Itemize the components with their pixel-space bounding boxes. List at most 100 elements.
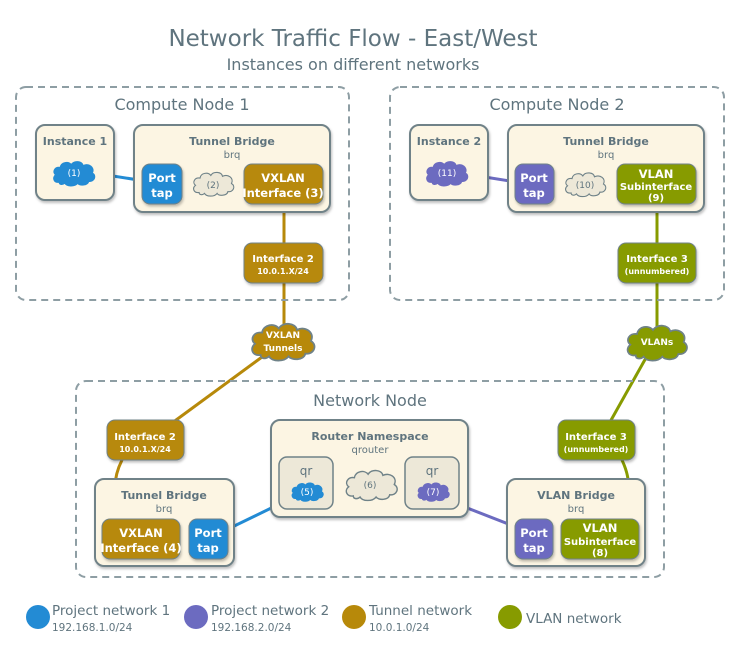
legend-item-project-network-1: Project network 1 192.168.1.0/24 — [26, 603, 170, 634]
legend-item-project-network-2: Project network 2 192.168.2.0/24 — [184, 603, 329, 634]
cn2-switch-label: (10) — [576, 181, 594, 191]
vxlan-tunnels-cloud[interactable]: VXLAN Tunnels — [250, 322, 316, 362]
qr-right-label: qr — [426, 464, 439, 478]
nn-vxlan-iface-line1: VXLAN — [119, 526, 163, 540]
cn2-tunnel-bridge-title: Tunnel Bridge — [563, 135, 649, 148]
compute-node-1: Compute Node 1 Instance 1 (1) Tunnel Bri… — [15, 86, 350, 301]
diagram-subtitle: Instances on different networks — [227, 55, 480, 74]
diagram-title: Network Traffic Flow - East/West — [168, 26, 537, 52]
instance-1-vm-label: (1) — [68, 169, 81, 179]
cn2-interface-3-subtitle: (unnumbered) — [625, 267, 690, 276]
cn1-interface-2-title: Interface 2 — [252, 254, 314, 265]
nn-port-tap-purple-line2: tap — [523, 541, 545, 555]
cn2-tunnel-bridge[interactable]: Tunnel Bridge brq Port tap (10) VLAN Sub… — [507, 124, 705, 213]
vxlan-cloud-icon — [250, 322, 316, 362]
legend-sublabel: 192.168.1.0/24 — [52, 622, 133, 634]
vlan-bridge-subtitle: brq — [568, 504, 585, 515]
legend-swatch-project1 — [26, 605, 50, 629]
nn-port-tap-purple[interactable] — [514, 518, 554, 560]
legend-label: Tunnel network — [368, 603, 472, 619]
compute-node-2-border — [389, 86, 725, 301]
network-node: Network Node Interface 2 10.0.1.X/24 Tun… — [75, 380, 665, 578]
qr7-label: (7) — [427, 488, 440, 498]
cn2-tunnel-bridge-subtitle: brq — [598, 150, 615, 161]
router-namespace-subtitle: qrouter — [352, 445, 390, 456]
cn1-vxlan-iface-line2: Interface (3) — [242, 186, 323, 200]
network-node-border — [75, 380, 665, 578]
nn-vlan-iface-line1: VLAN — [583, 521, 618, 535]
nn-vxlan-iface-line2: Interface (4) — [100, 541, 181, 555]
legend: Project network 1 192.168.1.0/24 Project… — [26, 603, 622, 634]
vlan-bridge-title: VLAN Bridge — [537, 489, 615, 502]
cn1-interface-2-subtitle: 10.0.1.X/24 — [257, 267, 309, 276]
cn2-interface-3-title: Interface 3 — [626, 254, 688, 265]
compute-node-2-title: Compute Node 2 — [489, 95, 624, 114]
nn-interface-3[interactable]: Interface 3 (unnumbered) — [557, 419, 636, 461]
compute-node-2: Compute Node 2 Instance 2 (11) Tunnel Br… — [389, 86, 725, 301]
vlans-label: VLANs — [641, 338, 674, 348]
nn-interface-2-title: Interface 2 — [114, 432, 176, 443]
nn-interface-2-box — [106, 419, 185, 461]
cn1-vxlan-interface[interactable] — [243, 163, 324, 205]
cn2-interface-3[interactable]: Interface 3 (unnumbered) — [617, 242, 697, 284]
instance-2-vm-label: (11) — [438, 169, 456, 179]
instance-1[interactable]: Instance 1 (1) — [35, 124, 115, 201]
cn2-port-tap-line1: Port — [520, 171, 548, 185]
cn1-vxlan-iface-line1: VXLAN — [261, 171, 305, 185]
legend-swatch-vlan — [498, 605, 522, 629]
cn1-interface-2[interactable]: Interface 2 10.0.1.X/24 — [243, 242, 324, 284]
legend-sublabel: 10.0.1.0/24 — [369, 622, 430, 634]
legend-label: Project network 1 — [52, 603, 170, 619]
vxlan-tunnels-line2: Tunnels — [264, 344, 303, 354]
nn-port-tap-blue-line2: tap — [197, 541, 219, 555]
vlans-cloud[interactable]: VLANs — [626, 324, 689, 362]
network-node-title: Network Node — [313, 391, 427, 410]
qr5-label: (5) — [301, 488, 314, 498]
vlan-bridge[interactable]: VLAN Bridge brq Port tap VLAN Subinterfa… — [506, 478, 646, 567]
cn2-port-tap-line2: tap — [523, 186, 545, 200]
cn2-interface-3-box — [617, 242, 697, 284]
cn2-vlan-iface-line1: VLAN — [639, 167, 674, 181]
router-namespace-title: Router Namespace — [311, 430, 428, 443]
nn-interface-2[interactable]: Interface 2 10.0.1.X/24 — [106, 419, 185, 461]
cn1-port-tap[interactable] — [141, 163, 183, 205]
legend-swatch-project2 — [184, 605, 208, 629]
link-vlans-nn-iface3 — [608, 355, 649, 423]
nn-interface-3-box — [557, 419, 636, 461]
cn1-tunnel-bridge-title: Tunnel Bridge — [189, 135, 275, 148]
nn-tunnel-bridge-title: Tunnel Bridge — [121, 489, 207, 502]
compute-node-1-border — [15, 86, 350, 301]
nn-interface-2-subtitle: 10.0.1.X/24 — [119, 445, 171, 454]
instance-1-title: Instance 1 — [43, 135, 107, 148]
cn2-vlan-subinterface[interactable] — [616, 163, 697, 205]
cn1-interface-2-box — [243, 242, 324, 284]
nn-interface-3-title: Interface 3 — [565, 432, 627, 443]
instance-2-title: Instance 2 — [417, 135, 481, 148]
vxlan-tunnels-line1: VXLAN — [266, 331, 300, 341]
legend-item-vlan-network: VLAN network — [498, 605, 622, 629]
router-namespace[interactable]: Router Namespace qrouter qr (5) (6) qr (… — [270, 419, 469, 518]
link-vxlan-tunnels-nn-iface2 — [171, 355, 263, 425]
nn-vlan-iface-line2: Subinterface — [564, 537, 637, 548]
nn-vlan-iface-line3: (8) — [592, 548, 608, 559]
cn2-port-tap[interactable] — [514, 163, 555, 205]
legend-swatch-tunnel — [342, 605, 366, 629]
nn-tunnel-bridge-subtitle: brq — [156, 504, 173, 515]
nn-tunnel-bridge[interactable]: Tunnel Bridge brq VXLAN Interface (4) Po… — [94, 478, 235, 567]
legend-label: Project network 2 — [211, 603, 329, 619]
nn-vxlan-interface[interactable] — [101, 518, 181, 560]
instance-2[interactable]: Instance 2 (11) — [409, 124, 489, 201]
cn2-vlan-iface-line3: (9) — [648, 193, 664, 204]
legend-sublabel: 192.168.2.0/24 — [211, 622, 292, 634]
cn1-port-tap-line2: tap — [151, 186, 173, 200]
nn-port-tap-blue-line1: Port — [194, 526, 222, 540]
qr-left-label: qr — [300, 464, 313, 478]
legend-item-tunnel-network: Tunnel network 10.0.1.0/24 — [342, 603, 472, 634]
compute-node-1-title: Compute Node 1 — [114, 95, 249, 114]
cn1-tunnel-bridge[interactable]: Tunnel Bridge brq Port tap (2) VXLAN Int… — [133, 124, 331, 213]
nn-port-tap-blue[interactable] — [188, 518, 229, 560]
cn1-port-tap-line1: Port — [148, 171, 176, 185]
nn-interface-3-subtitle: (unnumbered) — [564, 445, 629, 454]
nn-vlan-subinterface[interactable] — [560, 518, 640, 560]
